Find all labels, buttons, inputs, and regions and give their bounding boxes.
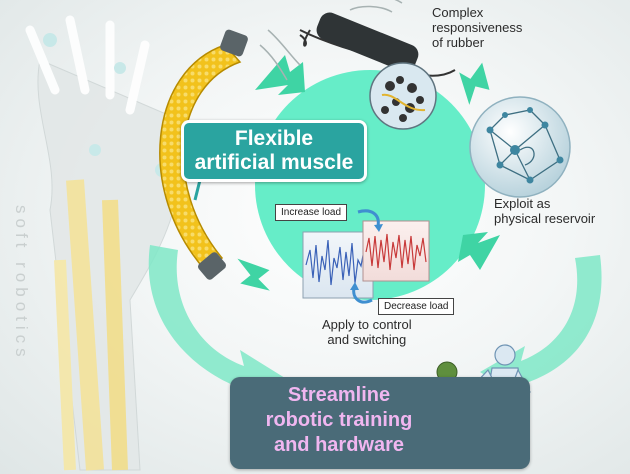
artificial-muscle-icon	[159, 29, 248, 280]
decrease-load-tag: Decrease load	[378, 298, 455, 315]
streamline-line-2: robotic training	[265, 409, 413, 431]
muscle-title-line-2: artificial muscle	[194, 151, 354, 174]
reservoir-label: Exploit as physical reservoir	[494, 196, 596, 227]
streamline-box	[230, 377, 530, 469]
rubber-label-line-3: of rubber	[432, 34, 485, 50]
artificial-muscle-title-box: Flexible artificial muscle	[181, 120, 367, 182]
rubber-responsiveness-label: Complex responsiveness of rubber	[432, 5, 523, 51]
rubber-sensor-icon	[259, 0, 456, 130]
apply-control-label: Apply to control and switching	[322, 317, 412, 348]
rubber-label-line-2: responsiveness	[432, 19, 523, 35]
hand-skeleton-icon	[25, 15, 183, 471]
apply-label-line-2: and switching	[327, 331, 407, 347]
streamline-title: Streamline robotic training and hardware	[244, 383, 434, 458]
soft-robotics-watermark: soft robotics	[12, 205, 31, 362]
streamline-line-3: and hardware	[273, 434, 405, 456]
apply-label-line-1: Apply to control	[322, 317, 412, 332]
load-signal-waves-icon	[302, 209, 430, 304]
left-flow-arrow	[148, 245, 285, 405]
increase-load-tag: Increase load	[275, 204, 348, 221]
rubber-label-line-1: Complex	[432, 5, 484, 20]
cycle-arrows	[237, 55, 500, 291]
reservoir-label-line-1: Exploit as	[494, 196, 551, 211]
reservoir-network-sphere-icon	[469, 96, 571, 198]
reservoir-label-line-2: physical reservoir	[494, 210, 596, 226]
streamline-line-1: Streamline	[287, 384, 391, 406]
muscle-title-line-1: Flexible	[234, 127, 314, 150]
